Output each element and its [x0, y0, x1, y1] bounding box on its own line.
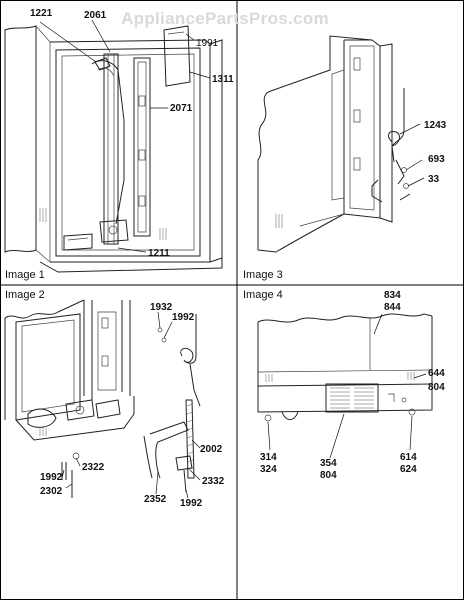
- part-label-693: 693: [428, 154, 445, 165]
- part-label-354: 354: [320, 458, 337, 469]
- part-label-834: 834: [384, 290, 401, 301]
- cabinet-bottom-drawing: [257, 313, 433, 422]
- part-label-1991: 1991: [196, 38, 219, 49]
- leader-lines-image-3: [399, 123, 425, 187]
- part-label-33: 33: [428, 174, 440, 185]
- leader-lines-image-2: [61, 311, 201, 499]
- panel-image-3: 1243 693 33 Image 3: [243, 35, 447, 281]
- leader-lines-image-1: [39, 19, 211, 253]
- part-label-1311: 1311: [212, 74, 234, 85]
- cabinet-rear-drawing: [257, 35, 411, 253]
- watermark-text: AppliancePartsPros.com: [121, 9, 329, 28]
- part-label-2061: 2061: [84, 10, 107, 21]
- part-label-1992-bottom: 1992: [180, 498, 203, 509]
- panel-image-2: 1932 1992 2002 2322 1992 2302 2352 2332 …: [4, 289, 225, 509]
- panel-image-1: 1221 2061 1991 1311 2071 1211 Image 1: [4, 8, 234, 281]
- part-label-844: 844: [384, 302, 401, 313]
- part-label-2071: 2071: [170, 103, 193, 114]
- part-label-2322: 2322: [82, 462, 105, 473]
- part-label-2332: 2332: [202, 476, 225, 487]
- part-label-2302: 2302: [40, 486, 63, 497]
- part-label-1221: 1221: [30, 8, 53, 19]
- part-label-1211: 1211: [148, 248, 170, 259]
- part-label-1932: 1932: [150, 302, 173, 313]
- panel-image-4: 834 844 644 804 314 324 354 804 614 624 …: [243, 289, 445, 481]
- part-label-614: 614: [400, 452, 417, 463]
- panel-caption-image-2: Image 2: [5, 289, 45, 301]
- part-label-644: 644: [428, 368, 445, 379]
- part-label-2352: 2352: [144, 494, 167, 505]
- refrigerator-cabinet-drawing: [4, 25, 223, 273]
- part-label-804-center: 804: [320, 470, 337, 481]
- part-label-324: 324: [260, 464, 277, 475]
- part-label-314: 314: [260, 452, 277, 463]
- part-label-804-right: 804: [428, 382, 445, 393]
- part-label-1992-top: 1992: [172, 312, 195, 323]
- panel-caption-image-4: Image 4: [243, 289, 283, 301]
- panel-caption-image-1: Image 1: [5, 269, 45, 281]
- part-label-2002: 2002: [200, 444, 223, 455]
- part-label-624: 624: [400, 464, 417, 475]
- part-label-1243: 1243: [424, 120, 447, 131]
- leader-lines-image-4: [267, 313, 427, 459]
- part-label-1992-left: 1992: [40, 472, 63, 483]
- panel-caption-image-3: Image 3: [243, 269, 283, 281]
